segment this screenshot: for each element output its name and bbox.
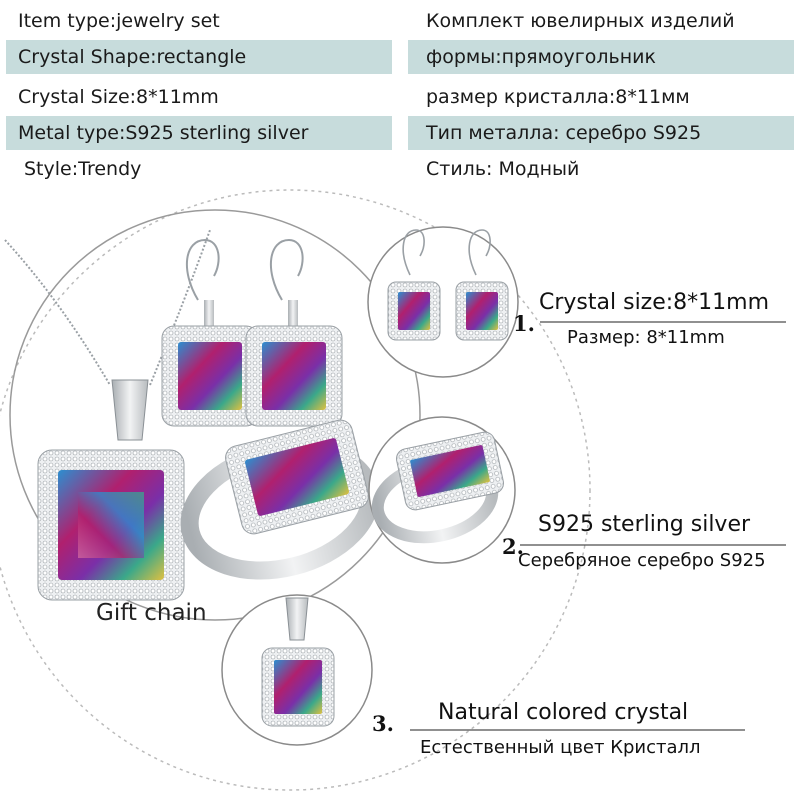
- spec-crystal-shape: Crystal Shape:rectangle: [6, 40, 392, 74]
- detail-circle-pendant: [221, 594, 373, 746]
- spec-crystal-size-ru: размер кристалла:8*11мм: [426, 86, 690, 108]
- earring-icon: [161, 238, 343, 427]
- spec-item-type: Item type:jewelry set: [18, 10, 220, 32]
- feature-number-3: 3.: [372, 711, 394, 736]
- spec-crystal-shape-ru: формы:прямоугольник: [408, 40, 794, 74]
- feature-subtitle-3: Естественный цвет Кристалл: [420, 737, 701, 758]
- feature-title-2: S925 sterling silver: [538, 512, 751, 537]
- detail-circle-ring: [368, 416, 516, 564]
- necklace-icon: [4, 229, 211, 601]
- feature-number-2: 2.: [502, 534, 524, 559]
- spec-style: Style:Trendy: [24, 158, 142, 180]
- spec-metal-type: Metal type:S925 sterling silver: [6, 116, 392, 150]
- dashed-arc: [0, 189, 591, 791]
- spec-crystal-size: Crystal Size:8*11mm: [18, 86, 219, 108]
- spec-metal-type-ru: Тип металла: серебро S925: [408, 116, 794, 150]
- spec-item-type-ru: Комплект ювелирных изделий: [426, 10, 735, 32]
- feature-number-1: 1.: [513, 311, 535, 336]
- detail-circle-earrings: [367, 226, 519, 378]
- ring-icon: [180, 419, 380, 580]
- main-circle: [9, 209, 421, 621]
- gift-chain-label: Gift chain: [96, 600, 207, 626]
- spec-style-ru: Стиль: Модный: [426, 158, 580, 180]
- feature-title-3: Natural colored crystal: [438, 700, 689, 725]
- feature-title-1: Crystal size:8*11mm: [539, 290, 770, 315]
- feature-subtitle-2: Серебряное серебро S925: [518, 550, 766, 571]
- feature-subtitle-1: Размер: 8*11mm: [567, 327, 725, 348]
